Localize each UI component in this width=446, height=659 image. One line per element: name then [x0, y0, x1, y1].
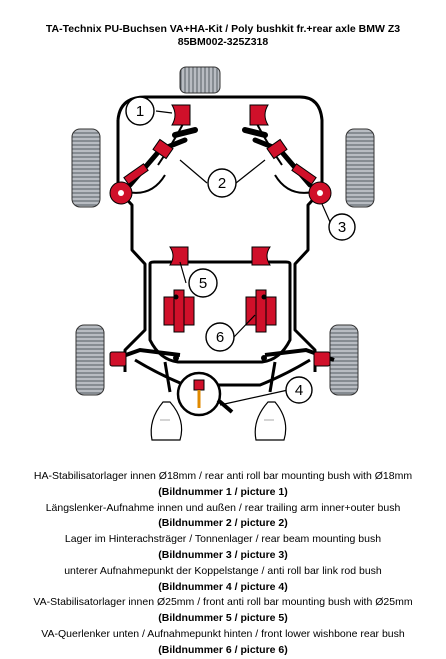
- legend-picture-ref: (Bildnummer 2 / picture 2): [158, 517, 288, 530]
- front-anti-roll-bar-bushes: [169, 246, 271, 266]
- legend-item-4: unterer Aufnahmepunkt der Koppelstange /…: [0, 564, 446, 596]
- leader-lines: [155, 110, 331, 406]
- callout-2-label: 2: [218, 175, 226, 192]
- trailing-arm-bushes: [123, 138, 317, 185]
- callout-1-label: 1: [136, 103, 144, 120]
- legend-picture-ref: (Bildnummer 4 / picture 4): [158, 580, 288, 593]
- callout-6-label: 6: [216, 329, 224, 346]
- tire-front-right: [329, 324, 359, 396]
- legend-picture-ref: (Bildnummer 3 / picture 3): [158, 548, 288, 561]
- legend-item-1: HA-Stabilisatorlager innen Ø18mm / rear …: [0, 469, 446, 501]
- legend-item-2: Längslenker-Aufnahme innen und außen / r…: [0, 501, 446, 533]
- legend-description: VA-Stabilisatorlager innen Ø25mm / front…: [33, 596, 413, 609]
- legend-item-5: VA-Stabilisatorlager innen Ø25mm / front…: [0, 595, 446, 627]
- tire-rear-left: [71, 128, 101, 208]
- legend-picture-ref: (Bildnummer 6 / picture 6): [158, 643, 288, 656]
- callout-3-label: 3: [338, 219, 346, 236]
- legend-description: HA-Stabilisatorlager innen Ø18mm / rear …: [33, 470, 413, 482]
- callout-2: 2: [207, 168, 237, 198]
- legend-item-3: Lager im Hinterachsträger / Tonnenlager …: [0, 532, 446, 564]
- spare-tire-top: [179, 66, 221, 94]
- callout-3: 3: [328, 213, 356, 241]
- legend-description: VA-Querlenker unten / Aufnahmepunkt hint…: [41, 627, 405, 640]
- rear-beam-bushes: [109, 181, 332, 205]
- front-anti-roll-bar: [134, 358, 311, 387]
- legend-item-6: VA-Querlenker unten / Aufnahmepunkt hint…: [0, 627, 446, 659]
- legend-picture-ref: (Bildnummer 5 / picture 5): [158, 612, 288, 625]
- callout-4: 4: [285, 376, 313, 404]
- tire-rear-right: [345, 128, 375, 208]
- callout-5: 5: [188, 268, 218, 298]
- legend-description: Längslenker-Aufnahme innen und außen / r…: [45, 501, 401, 514]
- callout-6: 6: [205, 322, 235, 352]
- rear-anti-roll-bar-bushes: [171, 104, 269, 126]
- callout-4-label: 4: [295, 382, 303, 399]
- front-strut-cones: [150, 401, 287, 441]
- callout-1: 1: [125, 96, 155, 126]
- legend-description: Lager im Hinterachsträger / Tonnenlager …: [64, 533, 382, 546]
- diagram-title: TA-Technix PU-Buchsen VA+HA-Kit / Poly b…: [45, 23, 401, 35]
- link-rod-detail: [176, 371, 234, 417]
- suspension-diagram: 1 2 3 4 5 6: [71, 66, 375, 441]
- wishbone-bushes: [163, 289, 277, 333]
- callout-5-label: 5: [199, 275, 207, 292]
- legend-picture-ref: (Bildnummer 1 / picture 1): [158, 485, 288, 498]
- part-number: 85BM002-325Z318: [177, 36, 269, 48]
- legend: HA-Stabilisatorlager innen Ø18mm / rear …: [0, 469, 446, 659]
- tire-front-left: [75, 324, 105, 396]
- legend-description: unterer Aufnahmepunkt der Koppelstange /…: [64, 564, 382, 577]
